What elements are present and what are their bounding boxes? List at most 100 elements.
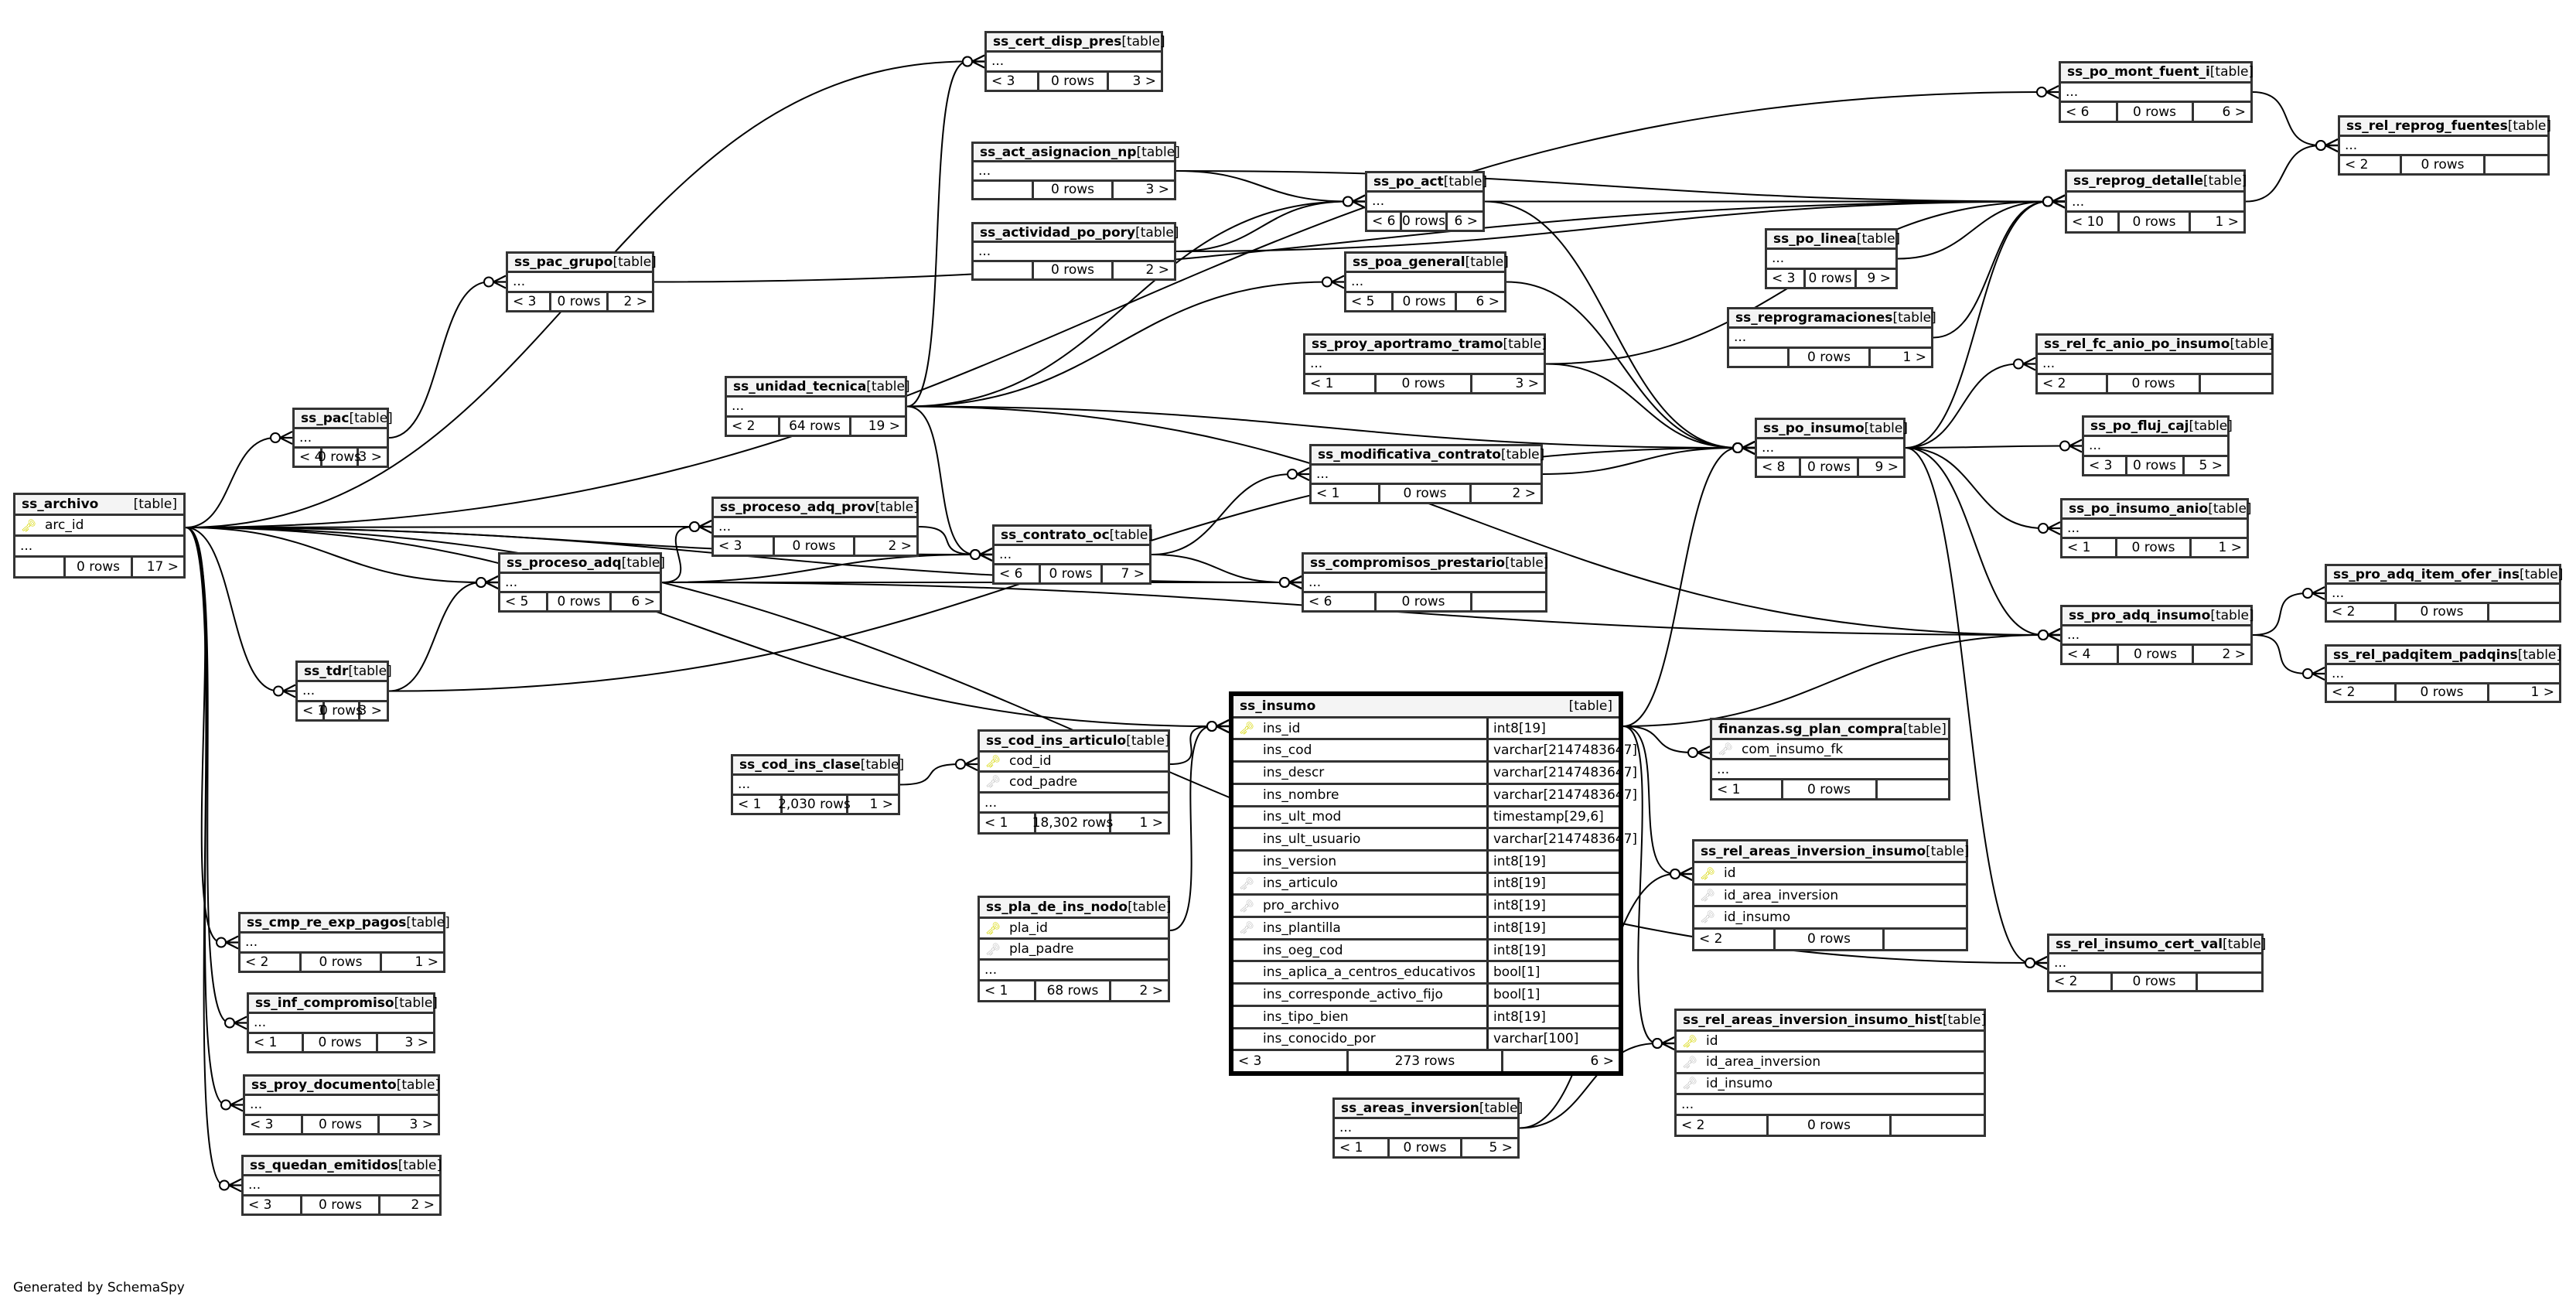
parents-count[interactable]: < 10 — [2067, 213, 2121, 232]
table-header[interactable]: finanzas.sg_plan_compra[table] — [1712, 720, 1948, 740]
table-header[interactable]: ss_rel_fc_anio_po_insumo[table] — [2038, 336, 2274, 356]
parents-count[interactable]: < 3 — [714, 538, 775, 555]
parents-count[interactable]: < 2 — [2340, 156, 2403, 173]
children-count[interactable]: 2 > — [623, 293, 647, 309]
children-count[interactable]: 6 > — [2222, 104, 2246, 120]
parents-count[interactable]: < 1 — [733, 795, 783, 813]
table-header[interactable]: ss_proceso_adq[table] — [500, 555, 665, 574]
children-count[interactable]: 1 > — [2215, 214, 2239, 230]
table-ss-rel-areas-inversion-insumo[interactable]: ss_rel_areas_inversion_insumo[table]🗝id🗝… — [1692, 839, 1969, 951]
parents-count[interactable] — [974, 261, 1034, 278]
children-count[interactable]: 6 > — [631, 594, 655, 609]
column-row[interactable]: 🗝pla_id — [980, 919, 1168, 940]
children-count[interactable]: 1 > — [869, 796, 893, 812]
children-count[interactable]: 2 > — [1145, 262, 1169, 278]
children-count[interactable]: 5 > — [2199, 457, 2223, 473]
children-count[interactable]: 2 > — [888, 538, 912, 554]
parents-count[interactable]: < 2 — [241, 953, 302, 971]
table-header[interactable]: ss_archivo[table] — [15, 495, 183, 516]
table-header[interactable]: ss_reprog_detalle[table] — [2067, 172, 2247, 193]
parents-count[interactable]: < 3 — [987, 72, 1039, 90]
children-count[interactable]: 5 > — [1489, 1139, 1513, 1156]
parents-count[interactable]: < 3 — [244, 1196, 302, 1214]
children-count[interactable] — [1472, 593, 1545, 610]
children-count[interactable]: 3 > — [1145, 182, 1169, 198]
children-count[interactable]: 2 > — [411, 1196, 435, 1213]
table-header[interactable]: ss_inf_compromiso[table] — [249, 995, 438, 1015]
children-count[interactable]: 9 > — [1875, 459, 1899, 475]
parents-count[interactable]: < 2 — [727, 417, 780, 435]
table-header[interactable]: ss_pla_de_ins_nodo[table] — [980, 898, 1171, 919]
column-row[interactable]: 🗝id_insumo — [1694, 907, 1966, 930]
column-row[interactable]: 🗝pla_padre — [980, 940, 1168, 961]
table-name[interactable]: ss_cmp_re_exp_pagos — [247, 915, 407, 931]
table-header[interactable]: ss_tdr[table] — [298, 663, 392, 683]
table-name[interactable]: ss_reprog_detalle — [2073, 172, 2204, 189]
table-name[interactable]: ss_pla_de_ins_nodo — [986, 899, 1128, 915]
table-name[interactable]: ss_proy_aportramo_tramo — [1312, 336, 1503, 353]
parents-count[interactable]: < 6 — [2061, 103, 2118, 121]
table-header[interactable]: ss_rel_areas_inversion_insumo_hist[table… — [1677, 1011, 1986, 1033]
parents-count[interactable]: < 5 — [1346, 292, 1394, 310]
children-count[interactable] — [2489, 604, 2559, 620]
table-name[interactable]: ss_cod_ins_clase — [739, 757, 861, 773]
parents-count[interactable]: < 1 — [1312, 485, 1380, 502]
children-count[interactable]: 6 > — [1590, 1053, 1614, 1070]
table-name[interactable]: ss_proceso_adq — [507, 555, 622, 571]
parents-count[interactable]: < 3 — [1233, 1051, 1349, 1071]
children-count[interactable]: 19 > — [868, 418, 900, 434]
parents-count[interactable]: < 2 — [1677, 1115, 1769, 1135]
children-count[interactable]: 3 > — [1515, 375, 1539, 391]
parents-count[interactable] — [15, 558, 67, 576]
table-name[interactable]: ss_unidad_tecnica — [733, 379, 867, 395]
table-header[interactable]: ss_contrato_oc[table] — [995, 527, 1153, 546]
table-header[interactable]: ss_rel_insumo_cert_val[table] — [2049, 936, 2266, 955]
children-count[interactable]: 1 > — [1902, 349, 1926, 365]
parents-count[interactable]: < 1 — [2063, 539, 2118, 556]
parents-count[interactable]: < 1 — [1712, 780, 1783, 798]
parents-count[interactable]: < 1 — [298, 701, 326, 719]
table-name[interactable]: ss_pro_adq_insumo — [2069, 608, 2211, 623]
table-name[interactable]: finanzas.sg_plan_compra — [1718, 721, 1903, 737]
table-ss-cod-ins-articulo[interactable]: ss_cod_ins_articulo[table]🗝cod_id🗝cod_pa… — [978, 729, 1170, 835]
table-header[interactable]: ss_po_linea[table] — [1767, 230, 1900, 251]
children-count[interactable] — [2201, 375, 2271, 392]
table-header[interactable]: ss_cod_ins_clase[table] — [733, 756, 904, 777]
table-header[interactable]: ss_cod_ins_articulo[table] — [980, 732, 1170, 753]
children-count[interactable]: 6 > — [1476, 293, 1500, 309]
table-name[interactable]: ss_reprogramaciones — [1735, 310, 1893, 326]
table-name[interactable]: ss_pac_grupo — [514, 254, 613, 271]
parents-count[interactable]: < 5 — [500, 593, 548, 610]
table-name[interactable]: ss_areas_inversion — [1341, 1101, 1479, 1117]
table-header[interactable]: ss_proy_aportramo_tramo[table] — [1305, 336, 1547, 356]
column-row[interactable]: 🗝id_area_inversion — [1677, 1053, 1984, 1074]
table-header[interactable]: ss_po_act[table] — [1367, 173, 1487, 193]
column-row[interactable]: 🗝com_insumo_fk — [1712, 740, 1948, 760]
table-header[interactable]: ss_modificativa_contrato[table] — [1312, 446, 1544, 466]
table-name[interactable]: ss_poa_general — [1353, 254, 1465, 271]
children-count[interactable]: 3 > — [358, 449, 382, 465]
column-row[interactable]: 🗝id_area_inversion — [1694, 886, 1966, 908]
table-name[interactable]: ss_compromisos_prestario — [1310, 555, 1506, 571]
children-count[interactable]: 1 > — [1139, 815, 1163, 831]
parents-count[interactable] — [974, 181, 1034, 198]
table-ss-pla-de-ins-nodo[interactable]: ss_pla_de_ins_nodo[table]🗝pla_id🗝pla_pad… — [978, 896, 1171, 1002]
children-count[interactable]: 7 > — [1121, 566, 1145, 582]
